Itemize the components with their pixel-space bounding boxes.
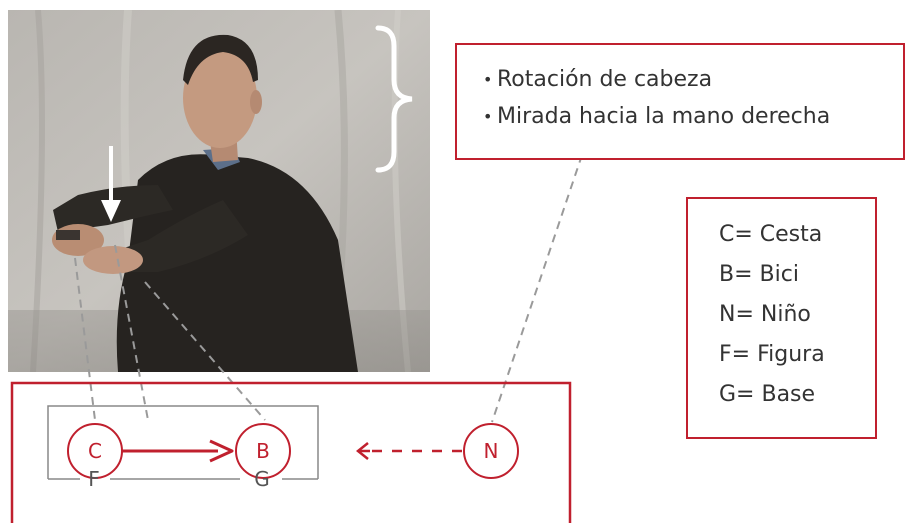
fg-bracket <box>47 405 319 467</box>
down-arrow-icon <box>101 146 121 222</box>
legend-entry-c: C= Cesta <box>719 222 823 247</box>
notes-box: Rotación de cabeza Mirada hacia la mano … <box>455 43 905 160</box>
node-n-label: N <box>484 439 499 463</box>
node-b-label: B <box>256 439 270 463</box>
legend-entry-f: F= Figura <box>719 342 825 367</box>
label-g: G <box>254 467 270 491</box>
legend-entry-n: N= Niño <box>719 302 811 327</box>
note-item: Rotación de cabeza <box>483 61 903 98</box>
label-f: F <box>88 467 100 491</box>
c-to-b-arrow <box>122 439 234 463</box>
node-c-label: C <box>88 439 102 463</box>
legend-entry-b: B= Bici <box>719 262 799 287</box>
diagram-frame <box>10 381 572 523</box>
n-dashed-arrow <box>355 442 462 460</box>
node-n: N <box>463 423 519 479</box>
legend-box: C= Cesta B= Bici N= Niño F= Figura G= Ba… <box>686 197 877 439</box>
notes-list: Rotación de cabeza Mirada hacia la mano … <box>457 45 903 135</box>
node-b: B <box>235 423 291 479</box>
node-c: C <box>67 423 123 479</box>
curly-brace <box>375 25 413 173</box>
note-item: Mirada hacia la mano derecha <box>483 98 903 135</box>
dashed-connectors <box>74 154 583 423</box>
legend-entry-g: G= Base <box>719 382 816 407</box>
